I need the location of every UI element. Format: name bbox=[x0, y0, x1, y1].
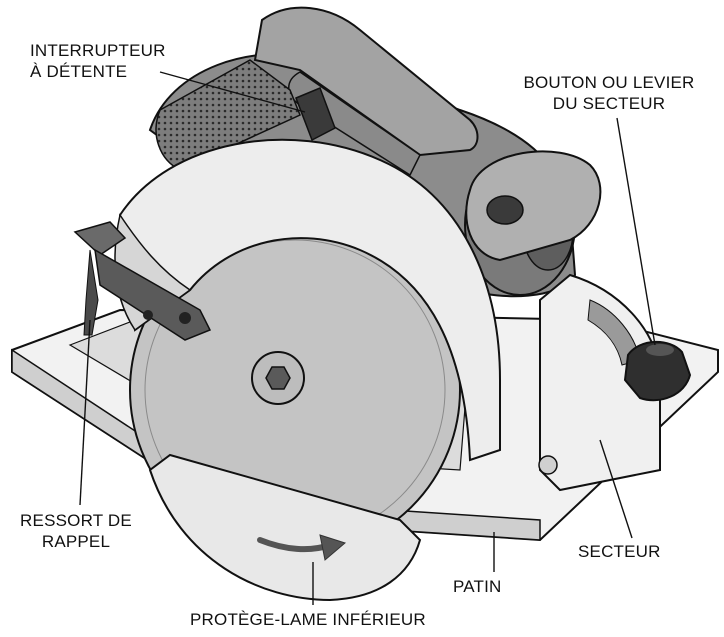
rear-handle bbox=[155, 6, 479, 177]
label-return-spring-line1: RESSORT DE bbox=[20, 511, 132, 530]
return-spring-lever bbox=[73, 221, 212, 341]
label-return-spring: RESSORT DE RAPPEL bbox=[8, 510, 144, 552]
lower-blade-guard bbox=[148, 453, 422, 602]
leader-sector-knob bbox=[616, 117, 656, 346]
leader-sector bbox=[599, 439, 633, 539]
label-trigger-switch-line1: INTERRUPTEUR bbox=[30, 41, 166, 60]
label-lower-guard: PROTÈGE-LAME INFÉRIEUR bbox=[190, 610, 426, 629]
label-trigger-switch-line2: À DÉTENTE bbox=[30, 62, 128, 81]
trigger-switch bbox=[295, 87, 336, 142]
label-trigger-switch: INTERRUPTEUR À DÉTENTE bbox=[30, 40, 166, 82]
label-return-spring-line2: RAPPEL bbox=[41, 532, 111, 551]
label-sector-knob-line2: DU SECTEUR bbox=[552, 94, 666, 113]
label-sector-knob-line1: BOUTON OU LEVIER bbox=[523, 73, 695, 92]
label-sector-knob: BOUTON OU LEVIER DU SECTEUR bbox=[498, 72, 720, 114]
label-shoe: PATIN bbox=[453, 577, 502, 596]
arbor-bolt bbox=[251, 351, 305, 405]
leader-lines bbox=[79, 71, 656, 605]
sector-knob bbox=[623, 340, 692, 402]
leader-trigger bbox=[159, 71, 306, 113]
bevel-sector bbox=[538, 273, 661, 492]
label-sector: SECTEUR bbox=[578, 542, 661, 561]
leader-return-spring bbox=[79, 319, 91, 506]
front-knob bbox=[465, 150, 602, 262]
